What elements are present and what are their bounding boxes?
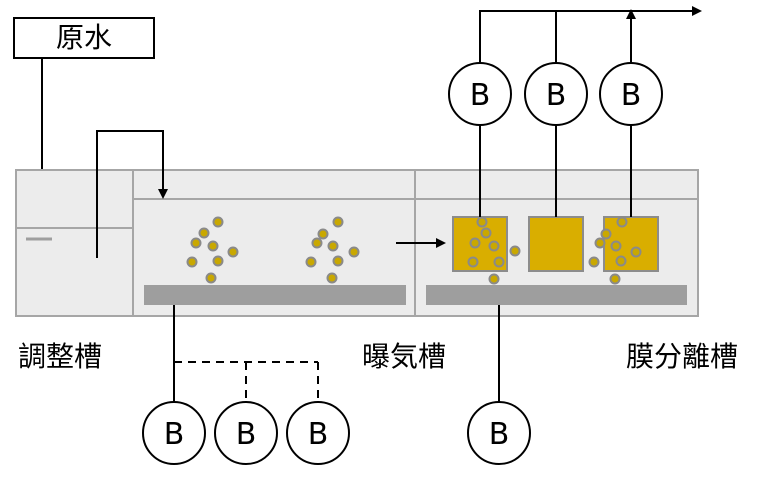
permeate-header-pipe: [479, 11, 700, 63]
blower-label: B: [489, 417, 510, 452]
aeration-tank-label: 曝気槽: [362, 340, 446, 373]
aeration-diffuser: [144, 285, 406, 305]
aeration-blower-2: B: [214, 401, 278, 465]
raw-water-box: 原水: [13, 17, 155, 59]
membrane-diffuser: [426, 285, 687, 305]
standby-blower-pipe: [174, 361, 319, 402]
permeate-pump-2: B: [524, 62, 588, 126]
transfer-pipe: [96, 130, 168, 258]
adjustment-tank-label: 調整槽: [18, 340, 102, 373]
aeration-blower-1: B: [142, 401, 206, 465]
membrane-diffuser-blower: B: [467, 401, 531, 465]
blower-label: B: [546, 78, 567, 113]
blower-label: B: [164, 417, 185, 452]
air-bubbles-membrane-1: [467, 216, 521, 285]
blower-label: B: [308, 417, 329, 452]
membrane-tank-label: 膜分離槽: [626, 340, 738, 373]
blower-label: B: [621, 78, 642, 113]
blower-label: B: [236, 417, 257, 452]
permeate-pump-3: B: [599, 62, 663, 126]
air-bubbles-aeration-2: [305, 216, 360, 284]
aeration-blower-3: B: [286, 401, 350, 465]
permeate-pump-1: B: [448, 62, 512, 126]
air-bubbles-membrane-2: [588, 216, 642, 285]
blower-label: B: [470, 78, 491, 113]
air-bubbles-aeration-1: [186, 216, 239, 284]
raw-water-label: 原水: [56, 21, 112, 54]
membrane-unit-2: [528, 216, 584, 272]
